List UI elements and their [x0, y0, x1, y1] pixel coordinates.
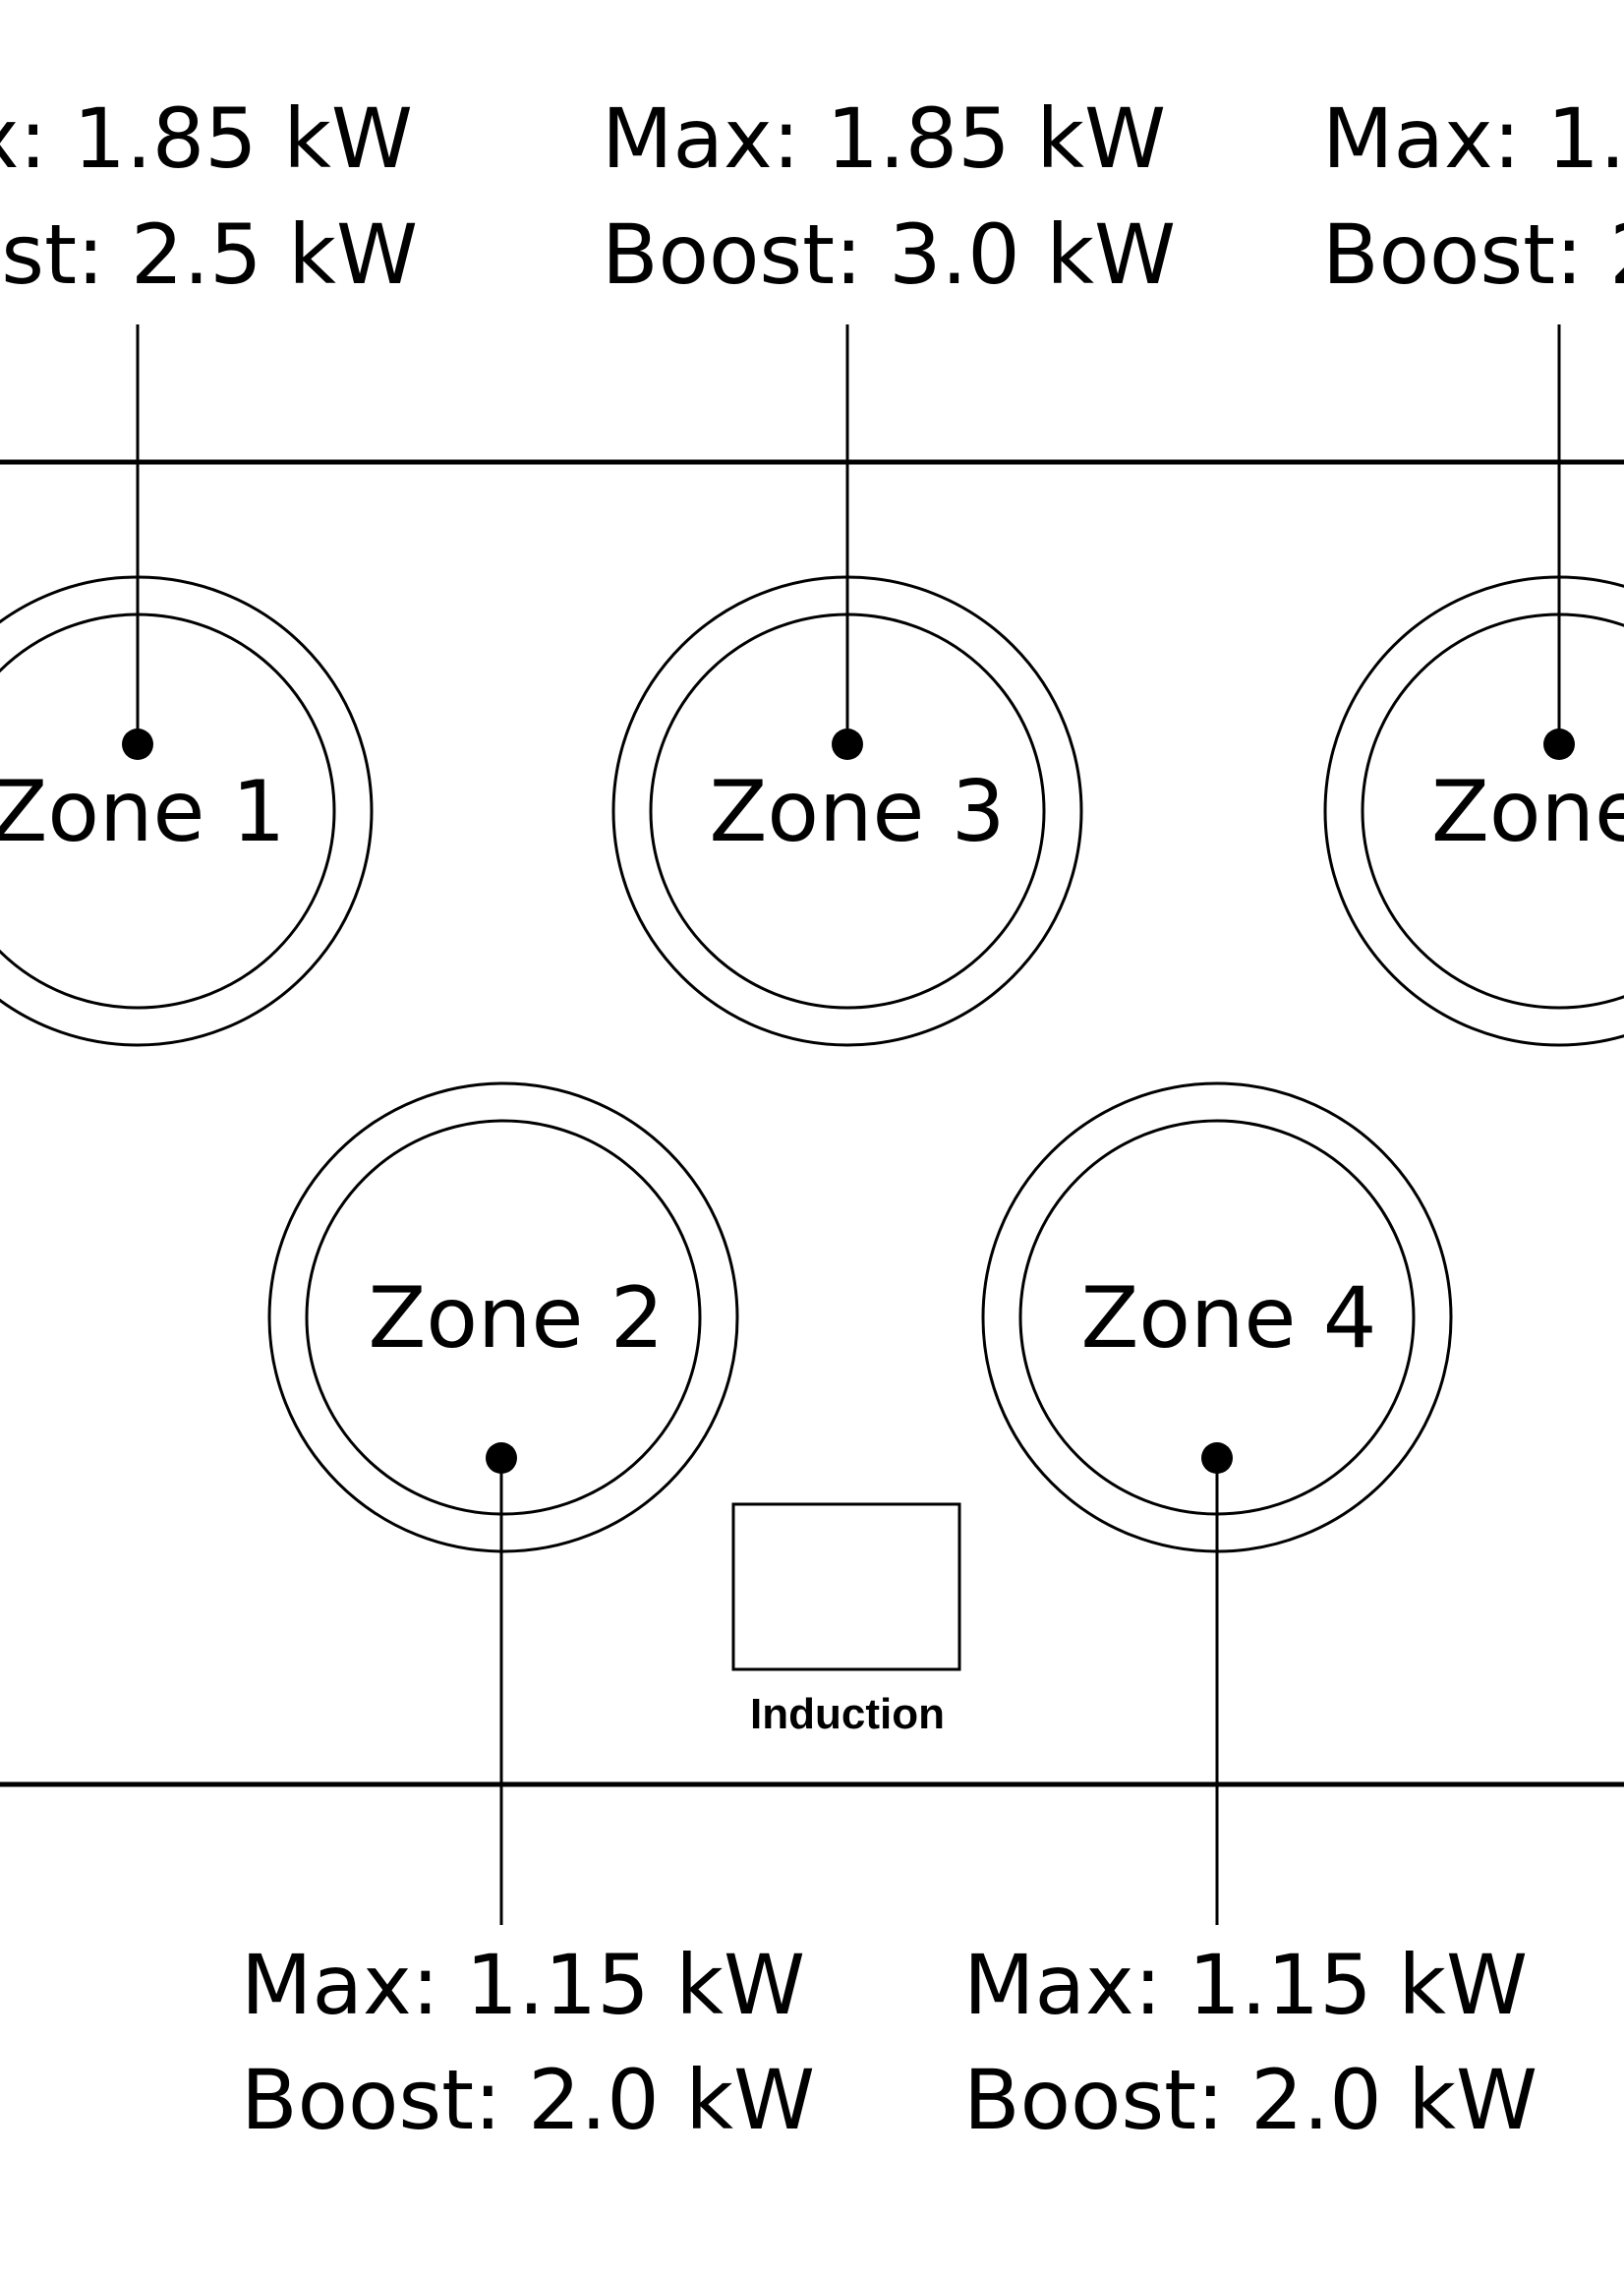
zone-3-max: Max: 1.85 kW — [602, 90, 1166, 187]
zone-5-marker — [1543, 729, 1575, 760]
zone-1-max: Max: 1.85 kW — [0, 90, 413, 187]
zone-2-inner-ring — [305, 1119, 702, 1516]
zone-5-label: Zone 5 — [1431, 763, 1624, 861]
zone-2-boost: Boost: 2.0 kW — [241, 2052, 815, 2148]
zone-2: Zone 2 Max: 1.15 kW Boost: 2.0 kW — [241, 1081, 815, 2148]
zone-3-boost: Boost: 3.0 kW — [602, 206, 1176, 303]
zone-5-boost: Boost: 2.5 kW — [1322, 206, 1624, 303]
zone-1-marker — [122, 729, 153, 760]
zone-2-label: Zone 2 — [369, 1269, 665, 1368]
induction-badge-box — [731, 1502, 961, 1671]
zone-4-label: Zone 4 — [1081, 1269, 1377, 1368]
zone-3: Zone 3 Max: 1.85 kW Boost: 3.0 kW — [602, 90, 1176, 1047]
zone-1: Zone 1 Max: 1.85 kW Boost: 2.5 kW — [0, 90, 418, 1047]
zone-4-marker — [1201, 1442, 1233, 1474]
zone-2-outer-ring — [267, 1081, 739, 1553]
zone-5: Zone 5 Max: 1.85 kW Boost: 2.5 kW — [1322, 90, 1624, 1047]
zone-1-label: Zone 1 — [0, 763, 286, 861]
zone-3-marker — [832, 729, 863, 760]
zone-2-max: Max: 1.15 kW — [241, 1937, 805, 2033]
zone-2-marker — [486, 1442, 517, 1474]
zone-4: Zone 4 Max: 1.15 kW Boost: 2.0 kW — [963, 1081, 1537, 2148]
induction-badge-label: Induction — [750, 1690, 945, 1738]
zone-1-boost: Boost: 2.5 kW — [0, 206, 418, 303]
zone-4-max: Max: 1.15 kW — [963, 1937, 1528, 2033]
zone-3-label: Zone 3 — [710, 763, 1006, 861]
zone-5-max: Max: 1.85 kW — [1322, 90, 1624, 187]
zone-4-boost: Boost: 2.0 kW — [963, 2052, 1537, 2148]
induction-badge: Induction — [731, 1502, 961, 1738]
